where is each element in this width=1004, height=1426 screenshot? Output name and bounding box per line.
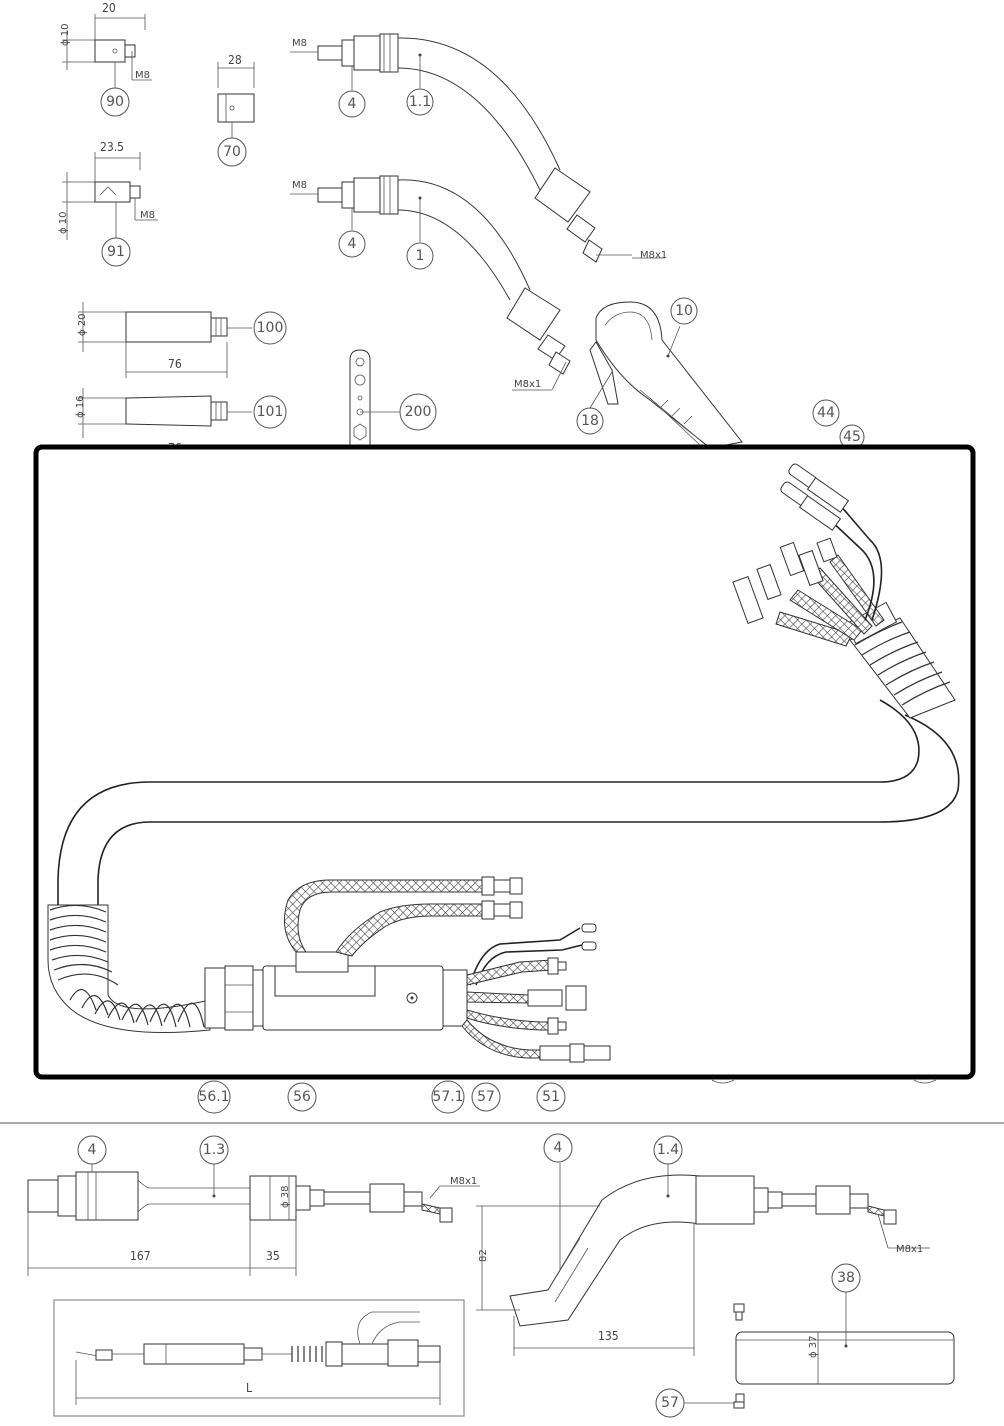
callout-57-bottom: 57 [661, 1395, 679, 1411]
callout-70: 70 [223, 144, 241, 160]
overlay-frame [33, 444, 976, 1080]
connector-nut [204, 967, 226, 1029]
callout-38: 38 [837, 1270, 855, 1286]
dim-28: 28 [228, 53, 242, 67]
callout-4-top2: 4 [348, 236, 357, 252]
dim-phi10-a: ϕ 10 [60, 24, 71, 47]
part-90-tip: 20 ϕ 10 M8 90 [60, 1, 152, 117]
dim-phi37: ϕ 37 [808, 1336, 819, 1359]
coil-spring-left [47, 904, 211, 1033]
torch-neck-1: M8 M8x1 4 1 [290, 175, 571, 391]
dim-m8-top2: M8 [292, 180, 307, 191]
dim-35: 35 [266, 1249, 280, 1263]
callout-44: 44 [817, 405, 835, 421]
callout-4-bent: 4 [554, 1140, 563, 1156]
torch-handle: 10 18 44 45 [576, 297, 865, 450]
dim-m8x1-c: M8x1 [450, 1176, 477, 1187]
callout-1: 1 [416, 248, 425, 264]
bent-neck-1-4: M8x1 4 1.4 82 135 [476, 1133, 930, 1356]
callout-56-1: 56.1 [198, 1089, 229, 1105]
dim-phi38: ϕ 38 [280, 1186, 291, 1209]
callouts-main: 56.1 56 57.1 57 51 [197, 1079, 937, 1114]
part-70-nozzle-insert: 28 70 [217, 53, 255, 167]
callout-200: 200 [405, 404, 432, 420]
dim-20: 20 [102, 1, 116, 15]
callout-57-main: 57 [477, 1089, 495, 1105]
dim-phi16: ϕ 16 [75, 396, 86, 419]
callout-4-top1: 4 [348, 96, 357, 112]
dim-m8-a: M8 [135, 70, 150, 81]
dim-m8x1-b: M8x1 [514, 379, 541, 390]
callout-bubble [100, 87, 130, 117]
callout-4-straight: 4 [88, 1142, 97, 1158]
callout-45: 45 [843, 429, 861, 445]
dim-m8x1-a: M8x1 [640, 250, 667, 261]
full-torch-length: L [53, 1299, 465, 1417]
dim-167: 167 [130, 1249, 151, 1263]
part-101-nozzle-conical: ϕ 16 101 76 [75, 388, 287, 455]
part-100-nozzle: ϕ 20 100 76 [77, 302, 287, 378]
callout-91: 91 [107, 244, 125, 260]
callout-101: 101 [257, 404, 284, 420]
torch-neck-1-1: M8 M8x1 4 1.1 [290, 33, 667, 263]
dim-23-5: 23.5 [100, 140, 124, 154]
callout-1-1: 1.1 [409, 94, 431, 110]
callout-51: 51 [542, 1089, 560, 1105]
dim-L: L [246, 1381, 252, 1395]
straight-neck-1-3: M8x1 4 1.3 ϕ 38 167 35 [27, 1135, 480, 1276]
dim-m8-top1: M8 [292, 38, 307, 49]
dim-m8x1-d: M8x1 [896, 1244, 923, 1255]
dim-82: 82 [478, 1249, 489, 1262]
dim-phi10-b: ϕ 10 [58, 212, 69, 235]
callout-1-3: 1.3 [203, 1142, 225, 1158]
dim-76-a: 76 [168, 357, 182, 371]
hose-package [47, 463, 960, 1063]
callout-57-1: 57.1 [432, 1089, 463, 1105]
callout-56: 56 [293, 1089, 311, 1105]
dim-phi20: ϕ 20 [77, 314, 88, 337]
callout-10: 10 [675, 303, 693, 319]
callout-100: 100 [257, 320, 284, 336]
callout-90: 90 [106, 94, 124, 110]
part-91-tip: 23.5 ϕ 10 M8 91 [58, 140, 158, 267]
dim-135: 135 [598, 1329, 619, 1343]
callout-1-4: 1.4 [657, 1142, 679, 1158]
part-38-sleeve: ϕ 37 38 57 [655, 1263, 955, 1418]
dim-m8-b: M8 [140, 210, 155, 221]
callout-18: 18 [581, 413, 599, 429]
part-200-spanner: 200 [349, 349, 437, 446]
